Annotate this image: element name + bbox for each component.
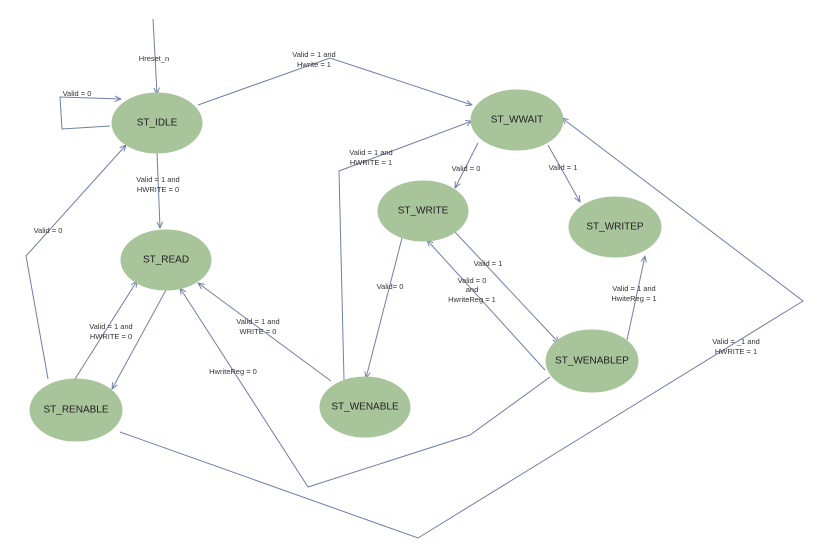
edge-wenablep-to-write [427, 240, 546, 371]
state-ellipse [377, 180, 469, 242]
label-idle-self: Valid = 0 [63, 89, 92, 98]
edge-wwait-to-writep [547, 144, 580, 202]
label-renable-to-wwait-2: HWRITE = 1 [715, 347, 757, 356]
edge-wwait-to-write [455, 142, 479, 188]
label-idle-to-wwait-2: Hwrite = 1 [297, 60, 331, 69]
edge-wenable-to-wwait [338, 121, 472, 381]
edge-write-to-wenable [366, 237, 403, 378]
state-st-read: ST_READ [120, 229, 212, 291]
state-label: ST_READ [143, 255, 189, 266]
state-label: ST_RENABLE [43, 405, 108, 416]
edge-renable-to-read [74, 281, 137, 380]
state-ellipse [29, 378, 123, 442]
state-ellipse [319, 376, 411, 438]
state-st-writep: ST_WRITEP [568, 196, 662, 258]
edge-idle-to-read [156, 151, 160, 228]
label-wwait-to-writep: Valid = 1 [549, 163, 578, 172]
label-wwait-to-write: Valid = 0 [452, 164, 481, 173]
state-st-wenable: ST_WENABLE [319, 376, 411, 438]
label-wenable-to-wwait-2: HWRITE = 1 [350, 158, 392, 167]
label-wenablep-to-writep-2: HwiteReg = 1 [611, 294, 656, 303]
edge-write-to-wenablep [454, 231, 559, 343]
state-st-wwait: ST_WWAIT [470, 89, 564, 151]
edge-wenablep-to-read [180, 288, 551, 488]
state-label: ST_WENABLE [331, 402, 399, 413]
label-wenable-to-read-2: WRITE = 0 [240, 327, 277, 336]
label-idle-to-wwait-1: Valid = 1 and [292, 50, 335, 59]
label-write-to-wenable: Valid= 0 [377, 282, 404, 291]
label-wenable-to-wwait-1: Valid = 1 and [349, 148, 392, 157]
state-label: ST_WRITE [398, 206, 449, 217]
label-wenablep-to-write-1: Valid = 0 [458, 276, 487, 285]
edge-idle-self-loop [59, 97, 121, 130]
state-st-write: ST_WRITE [377, 180, 469, 242]
label-idle-to-read-2: HWRITE = 0 [137, 185, 179, 194]
state-label: ST_IDLE [137, 118, 178, 129]
state-label: ST_WRITEP [586, 222, 644, 233]
label-write-to-wenablep: Valid = 1 [474, 259, 503, 268]
label-idle-to-read-1: Valid = 1 and [136, 175, 179, 184]
label-renable-to-read-1: Valid = 1 and [89, 322, 132, 331]
state-st-renable: ST_RENABLE [29, 378, 123, 442]
label-wenablep-to-write-3: HwriteReg = 1 [448, 295, 496, 304]
edge-reset-to-idle [152, 18, 157, 94]
label-renable-to-idle: Valid = 0 [34, 226, 63, 235]
state-st-wenablep: ST_WENABLEP [545, 329, 639, 393]
state-ellipse [111, 92, 203, 154]
label-renable-to-wwait-1: Valid = _1 and [712, 337, 760, 346]
label-wenable-to-read-1: Valid = 1 and [236, 317, 279, 326]
state-ellipse [120, 229, 212, 291]
label-wenablep-to-writep-1: Valid = 1 and [612, 284, 655, 293]
label-hwritereg-0: HwriteReg = 0 [209, 367, 257, 376]
state-ellipse [470, 89, 564, 151]
state-ellipse [545, 329, 639, 393]
label-wenablep-to-write-2: and [466, 285, 479, 294]
state-label: ST_WENABLEP [555, 356, 629, 367]
edge-wenable-to-read [198, 283, 332, 382]
state-st-idle: ST_IDLE [111, 92, 203, 154]
state-label: ST_WWAIT [491, 115, 543, 126]
edge-idle-to-wwait [197, 57, 472, 105]
label-hreset: Hreset_n [139, 54, 169, 63]
edge-renable-to-idle [25, 145, 126, 380]
edge-renable-to-wwait [119, 118, 804, 539]
state-ellipse [568, 196, 662, 258]
label-renable-to-read-2: HWRITE = 0 [90, 332, 132, 341]
edge-wenablep-to-writep [626, 256, 645, 341]
edge-read-to-renable [112, 289, 167, 389]
